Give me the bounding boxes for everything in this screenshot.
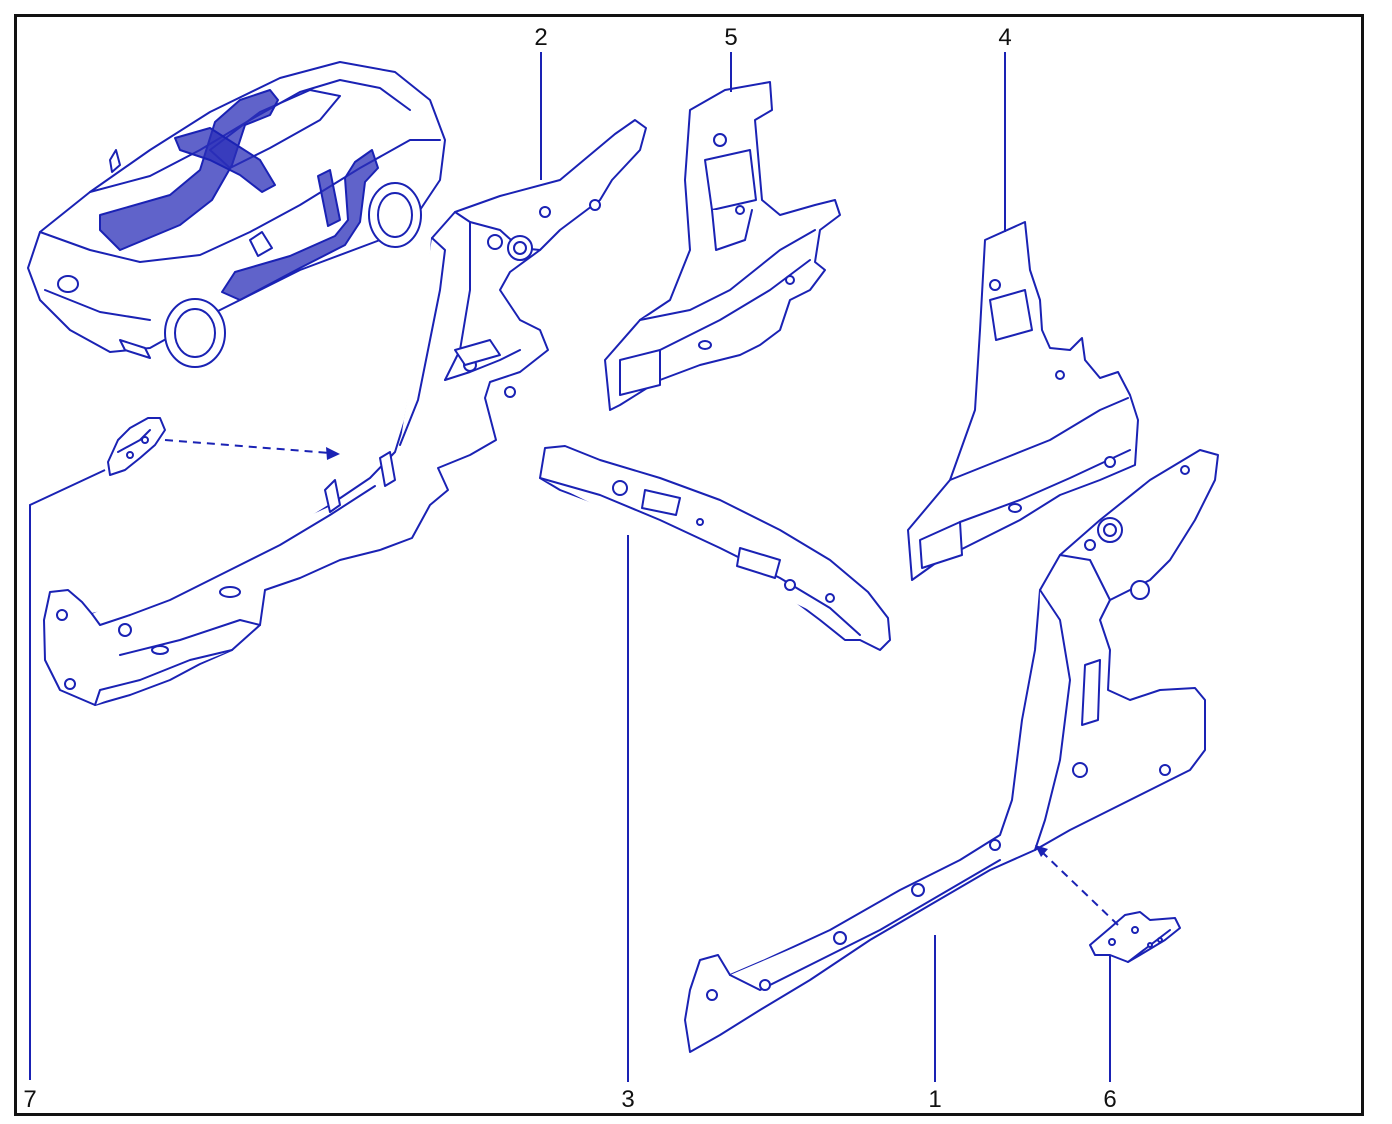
- callout-4: 4: [998, 24, 1012, 51]
- arrow-head-left-icon: [326, 447, 340, 460]
- part-1-right-sill-icon: [684, 449, 1219, 1053]
- callout-6: 6: [1103, 1086, 1117, 1113]
- car-overview-icon: [27, 61, 446, 368]
- part-7-left-bracket-icon: [107, 417, 166, 476]
- part-6-right-bracket-icon: [1089, 911, 1181, 963]
- part-2-left-sill-icon: [43, 119, 647, 706]
- leader-7: [29, 469, 106, 1080]
- callout-2: 2: [534, 24, 548, 51]
- assembly-arrow-right: [1041, 851, 1119, 926]
- part-3-roof-member-icon: [539, 445, 891, 651]
- callout-5: 5: [724, 24, 738, 51]
- arrow-head-right-icon: [1035, 845, 1048, 857]
- arrow-heads: [326, 447, 1048, 857]
- leader-lines: [29, 52, 1119, 1082]
- part-4-right-quarter-icon: [907, 221, 1139, 581]
- callout-1: 1: [928, 1086, 942, 1113]
- callout-7: 7: [23, 1086, 37, 1113]
- diagram-frame: [14, 14, 1364, 1116]
- part-5-left-quarter-icon: [604, 81, 841, 411]
- callout-3: 3: [621, 1086, 635, 1113]
- assembly-arrow-left: [164, 439, 331, 454]
